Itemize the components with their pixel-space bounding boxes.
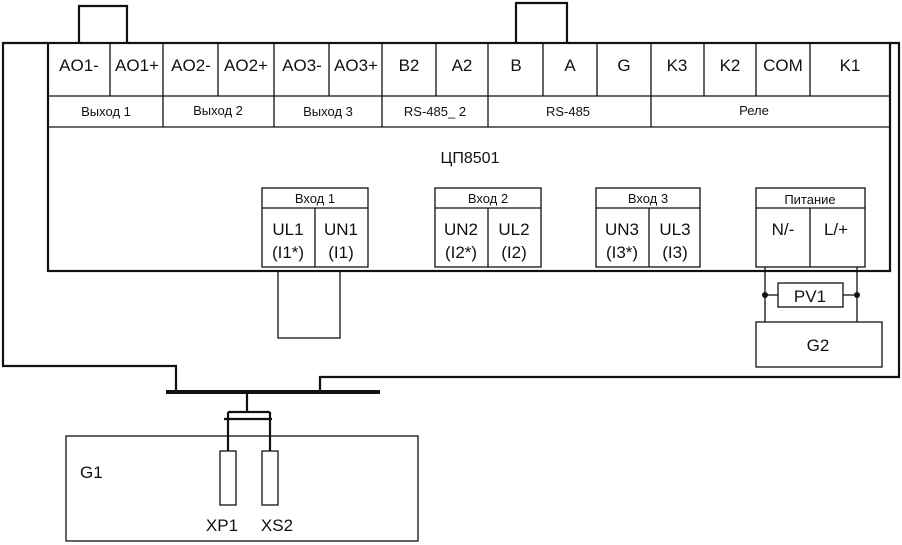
input-2-left-top: UN2 (444, 220, 478, 239)
terminal-label-12: K2 (720, 56, 741, 75)
left-outer-wire (1, 41, 178, 390)
group-label-output3: Выход 3 (303, 104, 353, 119)
group-label-output1: Выход 1 (81, 104, 131, 119)
xs2-connector (261, 450, 279, 506)
input-2-title: Вход 2 (468, 191, 508, 206)
pv1-box (777, 282, 844, 308)
input-3-right-bottom: (I3) (662, 243, 688, 262)
terminal-label-1: AO1+ (115, 56, 159, 75)
group-labels: Выход 1 Выход 2 Выход 3 RS-485_ 2 RS-485… (81, 103, 769, 119)
power-wiring (762, 267, 860, 322)
input-3-title: Вход 3 (628, 191, 668, 206)
terminal-label-8: B (510, 56, 521, 75)
group-label-output2: Выход 2 (193, 103, 243, 118)
rs485-loop-wire (514, 1, 569, 43)
terminal-label-3: AO2+ (224, 56, 268, 75)
input-1-connection (277, 270, 341, 339)
right-outer-wire (318, 41, 901, 390)
g2-box (755, 321, 883, 368)
input-1-left-top: UL1 (272, 220, 303, 239)
power-left-label: N/- (772, 220, 795, 239)
group-label-rs485-2: RS-485_ 2 (404, 104, 466, 119)
terminal-label-14: K1 (840, 56, 861, 75)
pv1-label: PV1 (794, 287, 826, 306)
xs2-label: XS2 (261, 516, 293, 535)
input-2-right-top: UL2 (498, 220, 529, 239)
group-label-relay: Реле (739, 103, 769, 118)
junction-dot (762, 292, 768, 298)
input-2-left-bottom: (I2*) (445, 243, 477, 262)
input-1-left-bottom: (I1*) (272, 243, 304, 262)
terminal-label-7: A2 (452, 56, 473, 75)
input-3-left-top: UN3 (605, 220, 639, 239)
terminal-label-11: K3 (667, 56, 688, 75)
input-1-title: Вход 1 (295, 191, 335, 206)
terminal-label-13: COM (763, 56, 803, 75)
terminal-labels: AO1- AO1+ AO2- AO2+ AO3- AO3+ B2 A2 B A … (59, 56, 860, 75)
terminal-label-2: AO2- (171, 56, 211, 75)
device-box (46, 41, 892, 273)
xp1-connector (219, 450, 237, 506)
power-right-label: L/+ (824, 220, 848, 239)
input-block-1: Вход 1 UL1 (I1*) UN1 (I1) (261, 187, 369, 268)
input-block-2: Вход 2 UN2 (I2*) UL2 (I2) (434, 187, 542, 268)
input-3-right-top: UL3 (659, 220, 690, 239)
connector-wiring (224, 394, 272, 451)
group-label-rs485: RS-485 (546, 104, 590, 119)
power-title: Питание (784, 192, 835, 207)
g2-label: G2 (807, 336, 830, 355)
power-block: Питание N/- L/+ (755, 187, 866, 268)
device-name: ЦП8501 (441, 150, 500, 167)
terminal-label-4: AO3- (282, 56, 322, 75)
xp1-label: XP1 (206, 516, 238, 535)
terminal-label-10: G (617, 56, 630, 75)
g1-box (65, 435, 419, 542)
input-2-right-bottom: (I2) (501, 243, 527, 262)
terminal-dividers (109, 43, 811, 127)
terminal-label-6: B2 (399, 56, 420, 75)
input-block-3: Вход 3 UN3 (I3*) UL3 (I3) (595, 187, 701, 268)
terminal-label-0: AO1- (59, 56, 99, 75)
terminal-label-5: AO3+ (334, 56, 378, 75)
junction-dot (854, 292, 860, 298)
terminal-label-9: A (564, 56, 576, 75)
input-1-right-top: UN1 (324, 220, 358, 239)
g1-label: G1 (80, 463, 103, 482)
input-1-right-bottom: (I1) (328, 243, 354, 262)
ao1-loop-wire (77, 4, 129, 43)
input-3-left-bottom: (I3*) (606, 243, 638, 262)
